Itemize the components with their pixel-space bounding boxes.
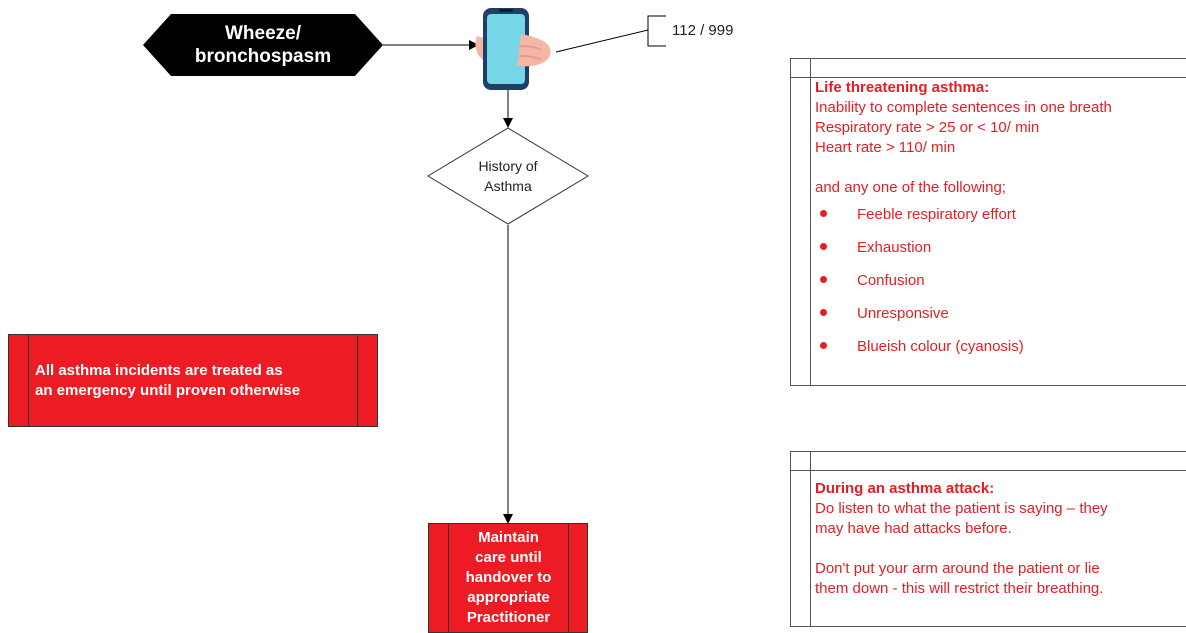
signs-intro: and any one of the following; bbox=[815, 179, 1006, 196]
decision-label: History of Asthma bbox=[478, 158, 538, 194]
criteria-item: Inability to complete sentences in one b… bbox=[815, 99, 1112, 116]
emergency-notice-box: All asthma incidents are treated as an e… bbox=[8, 334, 378, 427]
sign-item: Unresponsive bbox=[815, 297, 1185, 330]
bullet-dot-icon bbox=[820, 243, 827, 250]
maintain-line: care until bbox=[475, 549, 542, 566]
asthma-attack-advice-panel: During an asthma attack: Do listen to wh… bbox=[790, 451, 1186, 627]
advice-do-line: may have had attacks before. bbox=[815, 520, 1012, 537]
bullet-dot-icon bbox=[820, 276, 827, 283]
advice-dont-line: them down - this will restrict their bre… bbox=[815, 580, 1104, 597]
panel-title: Life threatening asthma: bbox=[815, 79, 990, 96]
maintain-line: appropriate bbox=[467, 589, 550, 606]
life-threatening-asthma-panel: Life threatening asthma: Inability to co… bbox=[790, 58, 1186, 386]
sign-item: Confusion bbox=[815, 264, 1185, 297]
panel-title: During an asthma attack: bbox=[815, 480, 995, 497]
start-node-label: Wheeze/ bronchospasm bbox=[194, 23, 332, 67]
bullet-dot-icon bbox=[820, 342, 827, 349]
start-node-wheeze: Wheeze/ bronchospasm bbox=[143, 14, 383, 76]
decision-diamond-shape bbox=[427, 127, 589, 225]
maintain-line: Practitioner bbox=[466, 609, 551, 626]
bullet-dot-icon bbox=[820, 210, 827, 217]
bullet-dot-icon bbox=[820, 309, 827, 316]
phone-in-hand-icon bbox=[465, 6, 557, 92]
start-node-shape bbox=[143, 14, 383, 76]
maintain-line: handover to bbox=[465, 569, 552, 586]
emergency-notice-line-2: an emergency until proven otherwise bbox=[35, 381, 301, 399]
sign-item: Exhaustion bbox=[815, 231, 1185, 264]
criteria-item: Heart rate > 110/ min bbox=[815, 139, 956, 156]
annotation-bracket bbox=[647, 15, 666, 47]
criteria-item: Respiratory rate > 25 or < 10/ min bbox=[815, 119, 1040, 136]
signs-list: Feeble respiratory effort Exhaustion Con… bbox=[815, 198, 1185, 363]
sign-item: Blueish colour (cyanosis) bbox=[815, 330, 1185, 363]
maintain-line: Maintain bbox=[478, 529, 539, 546]
emergency-notice-line-1: All asthma incidents are treated as bbox=[35, 361, 283, 379]
annotation-leader-line bbox=[555, 29, 649, 53]
advice-dont-line: Don't put your arm around the patient or… bbox=[815, 560, 1100, 577]
emergency-number-label: 112 / 999 bbox=[672, 22, 734, 39]
maintain-care-box: Maintain care until handover to appropri… bbox=[428, 523, 588, 633]
advice-do-line: Do listen to what the patient is saying … bbox=[815, 500, 1108, 517]
decision-history-of-asthma: History of Asthma bbox=[427, 127, 589, 225]
sign-item: Feeble respiratory effort bbox=[815, 198, 1185, 231]
